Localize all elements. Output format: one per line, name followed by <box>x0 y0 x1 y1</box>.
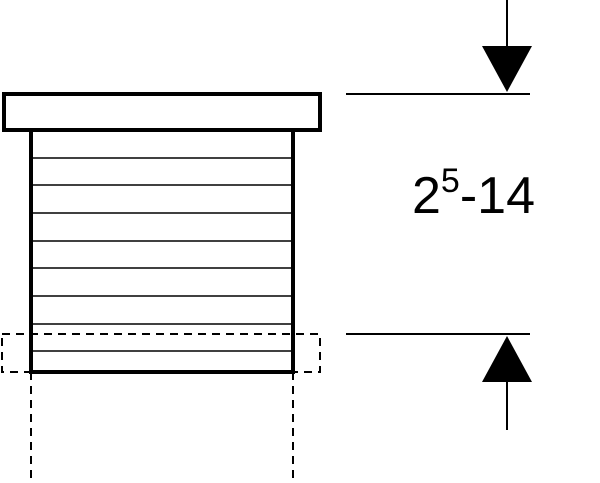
dashed-collar <box>1 333 321 373</box>
sleeve-body <box>29 128 295 374</box>
hidden-mount-outline <box>1 333 321 483</box>
arrow-up-icon <box>482 336 532 382</box>
dimension-label: 25-14 <box>412 164 535 225</box>
top-flange <box>2 92 322 132</box>
dimension-range-tail: -14 <box>459 167 535 225</box>
arrow-down-icon <box>482 46 532 92</box>
dimension-base: 2 <box>412 167 441 225</box>
sleeve-rings <box>31 157 293 352</box>
dimension-superscript: 5 <box>440 162 460 200</box>
